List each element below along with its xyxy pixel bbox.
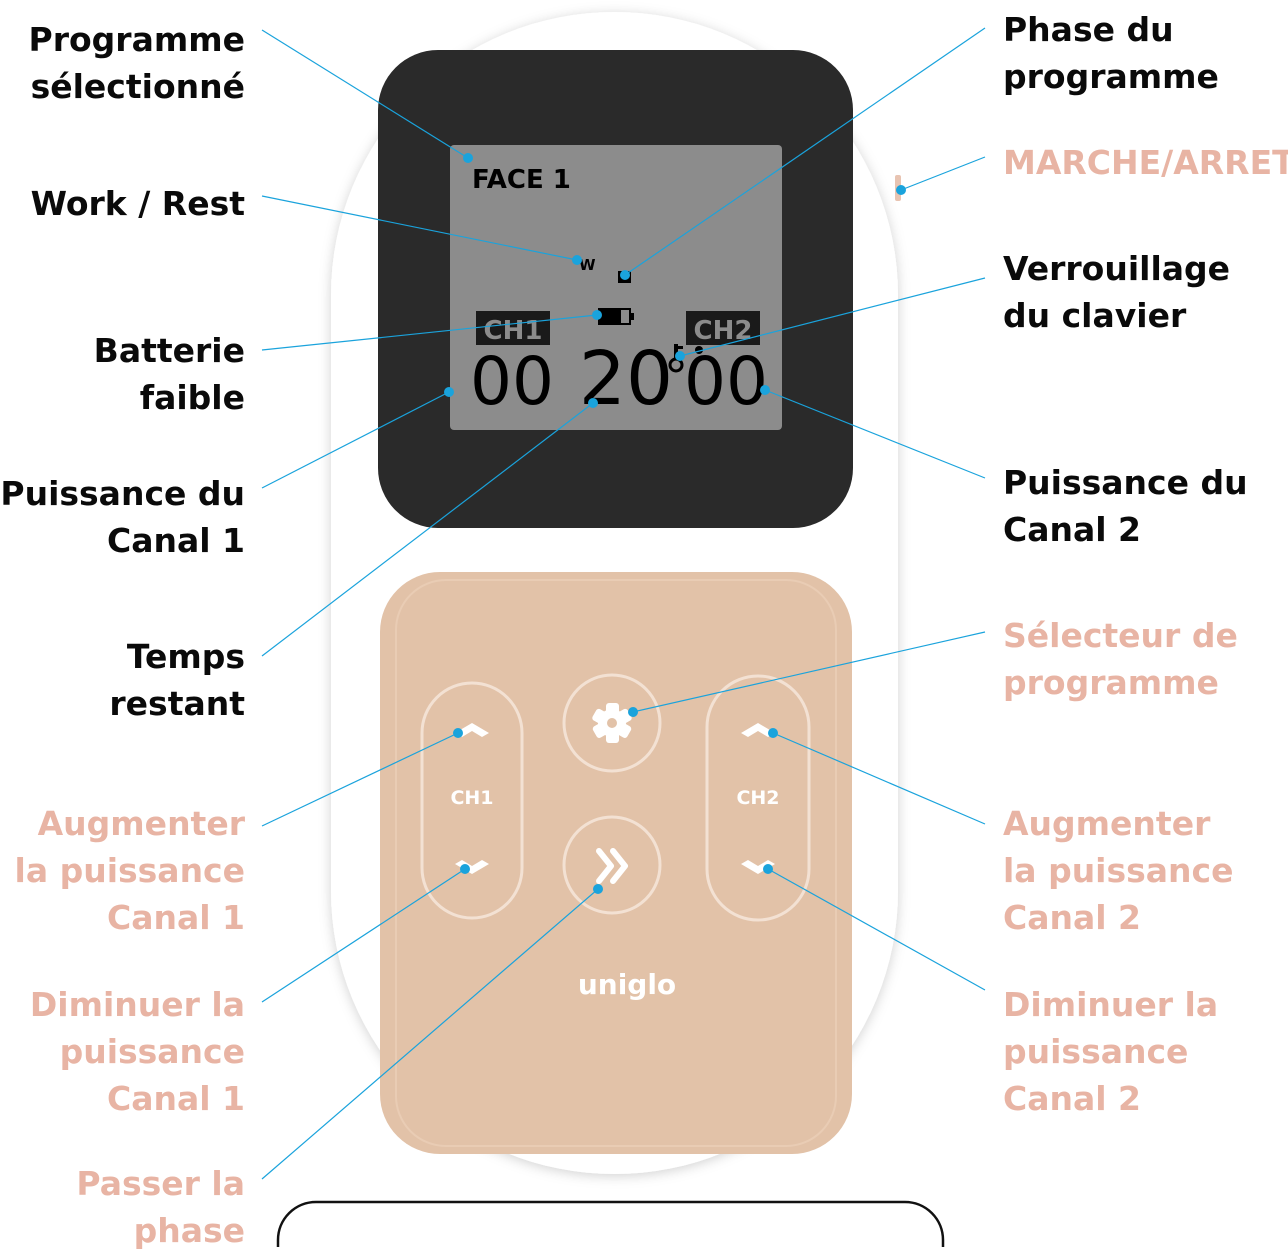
leader-puissance-2 (764, 389, 986, 479)
label-diminuer-canal-2: Diminuer la puissance Canal 2 (1003, 985, 1219, 1118)
label-batterie-faible: Batterie faible (93, 331, 245, 417)
leader-augmenter-2 (772, 732, 986, 825)
label-diminuer-canal-1: Diminuer la puissance Canal 1 (29, 985, 245, 1118)
ch2-increase-button[interactable] (741, 723, 775, 737)
ch2-button-group (705, 674, 811, 922)
leader-programme (261, 29, 469, 159)
leader-work-rest (261, 195, 578, 261)
lcd-program-name: FACE 1 (472, 165, 571, 195)
bottom-note-box (276, 1200, 945, 1247)
leader-diminuer-2 (767, 868, 986, 991)
leader-puissance-1 (261, 391, 450, 489)
lcd-screen (450, 145, 782, 430)
lcd-work-indicator: W (579, 256, 596, 274)
leader-verrouillage (679, 277, 986, 357)
lcd-time-remaining: 20 (579, 336, 673, 422)
label-programme-selectionne: Programme sélectionné (28, 20, 245, 106)
skip-phase-button[interactable] (562, 815, 662, 915)
lcd-ch2-label: CH2 (694, 316, 753, 346)
leader-passer (261, 888, 599, 1180)
label-temps-restant: Temps restant (109, 637, 245, 723)
ch1-decrease-button[interactable] (455, 860, 489, 874)
label-verrouillage-clavier: Verrouillage du clavier (1003, 249, 1231, 335)
gear-icon (592, 703, 632, 743)
label-puissance-canal-2: Puissance du Canal 2 (1003, 463, 1248, 549)
lcd-ch1-label: CH1 (484, 316, 543, 346)
program-selector-button[interactable] (562, 673, 662, 773)
label-marche-arret: MARCHE/ARRET (1003, 143, 1288, 182)
leader-diminuer-1 (261, 868, 466, 1003)
double-chevron-right-icon (596, 848, 628, 884)
brand-logo: uniglo (578, 968, 676, 1001)
keypad-ch2-label: CH2 (736, 787, 779, 809)
lcd-ch2-power: 00 (684, 343, 768, 420)
label-selecteur-programme: Sélecteur de programme (1003, 616, 1238, 702)
leader-temps (261, 402, 594, 657)
label-work-rest: Work / Rest (30, 184, 245, 223)
keypad-panel (380, 572, 852, 1154)
keypad-ch1-label: CH1 (450, 787, 493, 809)
leader-batterie (261, 314, 598, 351)
leader-marche (900, 156, 986, 191)
label-phase-du-programme: Phase du programme (1003, 10, 1219, 96)
ch1-increase-button[interactable] (455, 723, 489, 737)
label-augmenter-canal-2: Augmenter la puissance Canal 2 (1003, 804, 1234, 937)
label-puissance-canal-1: Puissance du Canal 1 (0, 474, 245, 560)
lcd-ch1-power: 00 (470, 343, 554, 420)
leader-selecteur (632, 631, 986, 713)
leader-augmenter-1 (261, 732, 459, 827)
label-passer-la-phase: Passer la phase (76, 1164, 245, 1250)
lcd-ch2-tag (686, 311, 760, 345)
ch2-decrease-button[interactable] (741, 860, 775, 874)
lcd-ch1-tag (476, 311, 550, 345)
keypad-inner-edge (395, 579, 837, 1147)
leader-phase (624, 27, 986, 276)
ch1-button-group (420, 681, 524, 920)
label-augmenter-canal-1: Augmenter la puissance Canal 1 (14, 804, 245, 937)
